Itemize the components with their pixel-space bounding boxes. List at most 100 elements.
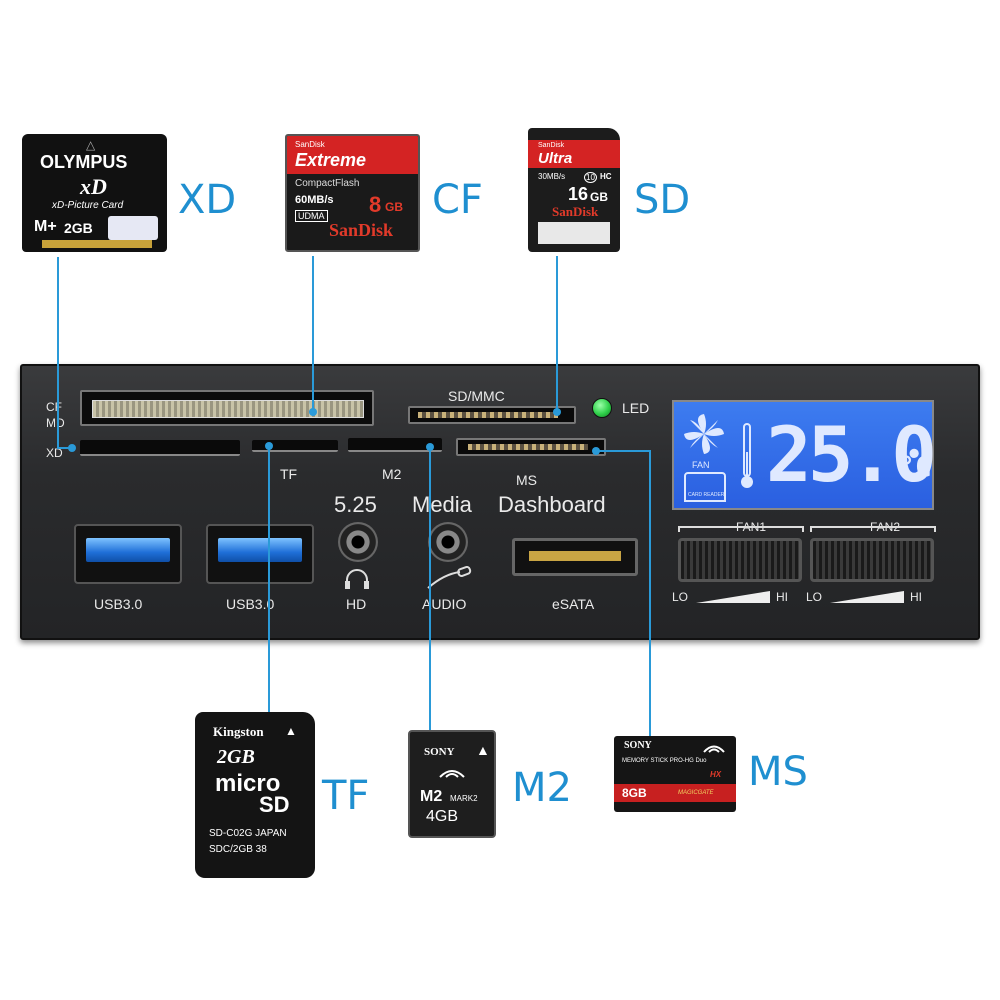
headphone-jack[interactable] — [338, 522, 378, 562]
microphone-icon — [424, 565, 474, 592]
m2-memory-stick-icon — [438, 766, 466, 778]
fan2-bracket — [810, 526, 936, 532]
tf-brand: Kingston — [213, 724, 264, 739]
panel-title-media: Media — [412, 492, 472, 517]
panel-label-tf: TF — [280, 466, 298, 482]
usb3-port-2[interactable] — [206, 524, 314, 584]
xd-triangle-icon: △ — [86, 138, 96, 152]
m2-type: M2 — [420, 788, 443, 805]
m2-triangle-icon: ▲ — [476, 742, 490, 758]
callout-sd: SD — [634, 177, 691, 223]
panel-label-lo2: LO — [806, 590, 823, 604]
xd-contacts — [42, 240, 152, 248]
cf-capacity-unit: GB — [385, 200, 403, 214]
sd-header — [528, 140, 620, 168]
lcd-temperature-unit: °C — [898, 450, 932, 483]
fan1-ramp — [696, 590, 770, 603]
panel-label-sdmmc: SD/MMC — [448, 388, 505, 404]
cf-capacity-num: 8 — [369, 192, 382, 217]
cf-slot[interactable] — [80, 390, 374, 426]
m2-capacity: 4GB — [426, 808, 459, 825]
ms-brand: SONY — [624, 740, 652, 751]
sd-capacity-unit: GB — [590, 190, 608, 204]
lcd-fan-label: FAN — [692, 460, 710, 470]
lcd-thermometer-icon — [740, 422, 754, 492]
m2-brand: SONY — [424, 746, 455, 758]
callout-ms: MS — [748, 749, 808, 795]
callout-tf: TF — [322, 773, 370, 819]
sd-class: 10 — [584, 172, 597, 183]
ms-hx: HX — [710, 770, 722, 779]
callout-m2: M2 — [512, 765, 572, 811]
esata-port[interactable] — [512, 538, 638, 576]
cf-title: Extreme — [295, 150, 367, 170]
cf-slot-pins — [92, 400, 364, 418]
lcd-card-reader-icon: CARD READER — [684, 472, 726, 502]
tf-model: SD-C02G JAPAN — [209, 828, 287, 839]
led-indicator — [592, 398, 612, 418]
usb3-port-1[interactable] — [74, 524, 182, 584]
ms-magicgate: MAGICGATE — [678, 790, 714, 796]
xd-logo: xD — [80, 174, 107, 199]
xd-slot[interactable] — [80, 440, 240, 456]
sd-brand: SanDisk — [552, 204, 599, 219]
cf-type: CompactFlash — [295, 178, 360, 189]
cf-brand: SanDisk — [329, 220, 394, 240]
panel-label-hi1: HI — [776, 590, 788, 604]
panel-label-ms: MS — [516, 472, 537, 488]
lcd-card-reader-label: CARD READER — [688, 492, 725, 498]
tf-triangle-icon: ▲ — [285, 724, 297, 738]
fan1-bracket — [678, 526, 804, 532]
ms-capacity: 8GB — [622, 786, 647, 800]
sd-label-area — [538, 222, 610, 244]
cf-brand-small: SanDisk — [295, 140, 325, 149]
panel-label-cf: CF — [46, 400, 62, 414]
sd-hc: HC — [600, 172, 612, 181]
lcd-temperature-value: 25.0 — [766, 410, 937, 499]
fan2-ramp — [830, 590, 904, 603]
callout-xd: XD — [178, 177, 237, 223]
ms-stripe — [614, 784, 736, 802]
xd-sub: xD-Picture Card — [52, 200, 124, 211]
xd-card: △ OLYMPUS xD xD-Picture Card M+ 2GB — [22, 134, 167, 252]
panel-label-hd: HD — [346, 596, 367, 612]
sd-brand-small: SanDisk — [538, 142, 565, 149]
fan1-knob[interactable] — [678, 538, 802, 582]
panel-title-525: 5.25 — [334, 492, 377, 517]
m2-slot[interactable] — [348, 438, 442, 452]
tf-code: SDC/2GB 38 — [209, 844, 267, 855]
callout-cf: CF — [432, 177, 483, 223]
xd-capacity: 2GB — [64, 220, 93, 236]
usb3-port-1-tongue — [86, 538, 170, 562]
panel-title-dashboard: Dashboard — [498, 492, 606, 517]
panel-label-md: MD — [46, 416, 65, 430]
ms-card: SONY MEMORY STICK PRO-HG Duo HX 8GB MAGI… — [614, 736, 736, 812]
sd-capacity-num: 16 — [568, 184, 589, 204]
ms-slot[interactable] — [456, 438, 606, 456]
xd-brand: OLYMPUS — [40, 152, 128, 172]
panel-label-usb1: USB3.0 — [94, 596, 143, 612]
sd-speed: 30MB/s — [538, 172, 566, 181]
panel-label-m2: M2 — [382, 466, 402, 482]
esata-port-tongue — [529, 551, 621, 561]
cf-card: SanDisk Extreme CompactFlash 60MB/s UDMA… — [285, 134, 420, 252]
sd-mmc-slot[interactable] — [408, 406, 576, 424]
fan2-knob[interactable] — [810, 538, 934, 582]
ms-type: MEMORY STICK PRO-HG Duo — [622, 758, 707, 764]
tf-capacity: 2GB — [217, 746, 255, 768]
sd-title: Ultra — [538, 150, 573, 167]
panel-label-usb2: USB3.0 — [226, 596, 275, 612]
panel-label-esata: eSATA — [552, 596, 595, 612]
temperature-lcd: FAN CARD READER 25.0 °C — [672, 400, 937, 510]
cf-speed: 60MB/s — [295, 194, 334, 206]
tf-card: Kingston ▲ 2GB micro SD SD-C02G JAPAN SD… — [195, 712, 315, 878]
tf-logo-bottom: SD — [259, 792, 290, 817]
tf-logo-top: micro — [215, 770, 281, 797]
panel-label-hi2: HI — [910, 590, 922, 604]
sd-slot-pins — [418, 412, 558, 418]
tf-slot[interactable] — [252, 440, 338, 452]
ms-slot-pins — [468, 444, 588, 450]
ms-memory-stick-icon — [702, 740, 726, 753]
panel-label-xd: XD — [46, 446, 63, 460]
audio-jack[interactable] — [428, 522, 468, 562]
